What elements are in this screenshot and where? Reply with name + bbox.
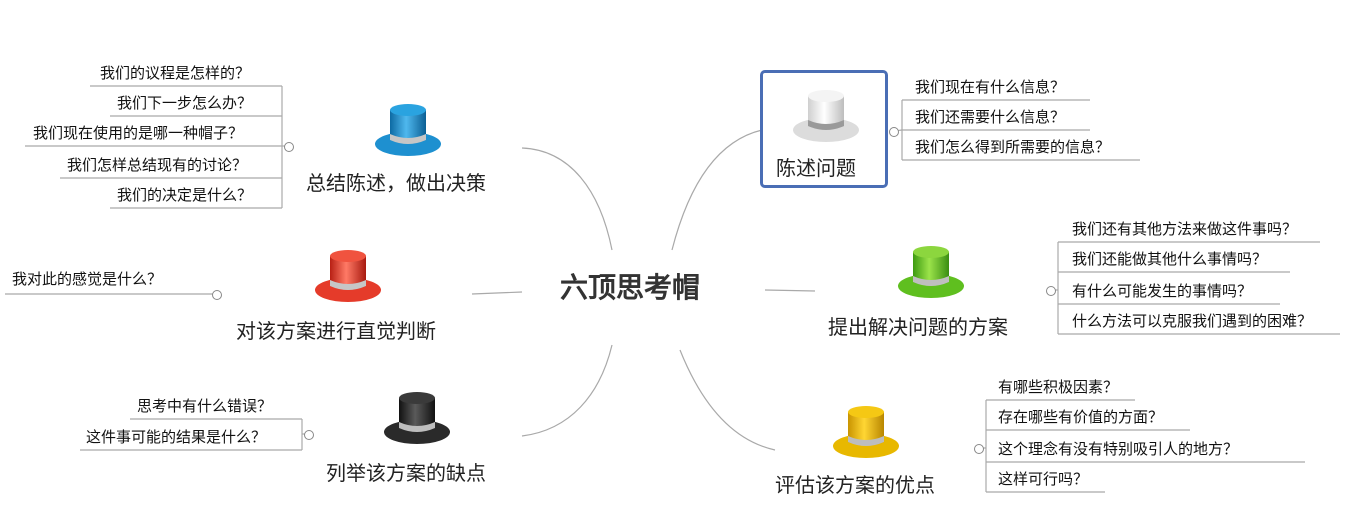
collapse-toggle-red[interactable] <box>212 290 222 300</box>
blue-question-5[interactable]: 我们的决定是什么？ <box>117 186 253 204</box>
link-center-yellow <box>679 349 776 451</box>
blue-question-1[interactable]: 我们的议程是怎样的？ <box>100 64 251 82</box>
branch-title-blue[interactable]: 总结陈述，做出决策 <box>306 171 486 195</box>
yellow-question-1[interactable]: 有哪些积极因素？ <box>998 378 1119 396</box>
yellow-hat-icon <box>833 406 899 458</box>
green-hat-icon <box>898 246 964 298</box>
green-question-3[interactable]: 有什么可能发生的事情吗？ <box>1072 282 1253 300</box>
black-question-1[interactable]: 思考中有什么错误？ <box>137 397 273 415</box>
white-question-3[interactable]: 我们怎么得到所需要的信息？ <box>915 138 1111 156</box>
green-question-1[interactable]: 我们还有其他方法来做这件事吗？ <box>1072 220 1298 238</box>
link-center-blue <box>521 147 613 251</box>
branch-title-black[interactable]: 列举该方案的缺点 <box>326 461 486 485</box>
link-center-black <box>521 344 613 437</box>
link-center-green <box>764 289 816 292</box>
collapse-toggle-black[interactable] <box>304 430 314 440</box>
blue-question-4[interactable]: 我们怎样总结现有的讨论？ <box>67 156 248 174</box>
link-center-white <box>671 129 763 251</box>
branch-title-red[interactable]: 对该方案进行直觉判断 <box>236 319 436 343</box>
green-question-2[interactable]: 我们还能做其他什么事情吗？ <box>1072 250 1268 268</box>
red-hat-icon <box>315 250 381 302</box>
branch-title-yellow[interactable]: 评估该方案的优点 <box>775 473 935 497</box>
link-center-red <box>471 291 523 295</box>
white-question-2[interactable]: 我们还需要什么信息？ <box>915 108 1066 126</box>
white-hat-icon <box>793 90 859 142</box>
yellow-question-2[interactable]: 存在哪些有价值的方面？ <box>998 408 1164 426</box>
green-question-4[interactable]: 什么方法可以克服我们遇到的困难？ <box>1072 312 1313 330</box>
blue-question-2[interactable]: 我们下一步怎么办？ <box>117 94 253 112</box>
blue-hat-icon <box>375 104 441 156</box>
collapse-toggle-yellow[interactable] <box>974 444 984 454</box>
blue-question-3[interactable]: 我们现在使用的是哪一种帽子？ <box>33 124 244 142</box>
central-topic[interactable]: 六顶思考帽 <box>559 271 700 304</box>
collapse-toggle-white[interactable] <box>889 127 899 137</box>
branch-title-green[interactable]: 提出解决问题的方案 <box>828 315 1008 339</box>
collapse-toggle-blue[interactable] <box>284 142 294 152</box>
collapse-toggle-green[interactable] <box>1046 286 1056 296</box>
yellow-question-3[interactable]: 这个理念有没有特别吸引人的地方？ <box>998 440 1239 458</box>
black-question-2[interactable]: 这件事可能的结果是什么？ <box>86 428 267 446</box>
white-question-1[interactable]: 我们现在有什么信息？ <box>915 78 1066 96</box>
black-hat-icon <box>384 392 450 444</box>
red-question-1[interactable]: 我对此的感觉是什么？ <box>12 270 163 288</box>
yellow-question-4[interactable]: 这样可行吗？ <box>998 470 1089 488</box>
branch-title-white[interactable]: 陈述问题 <box>776 156 856 180</box>
